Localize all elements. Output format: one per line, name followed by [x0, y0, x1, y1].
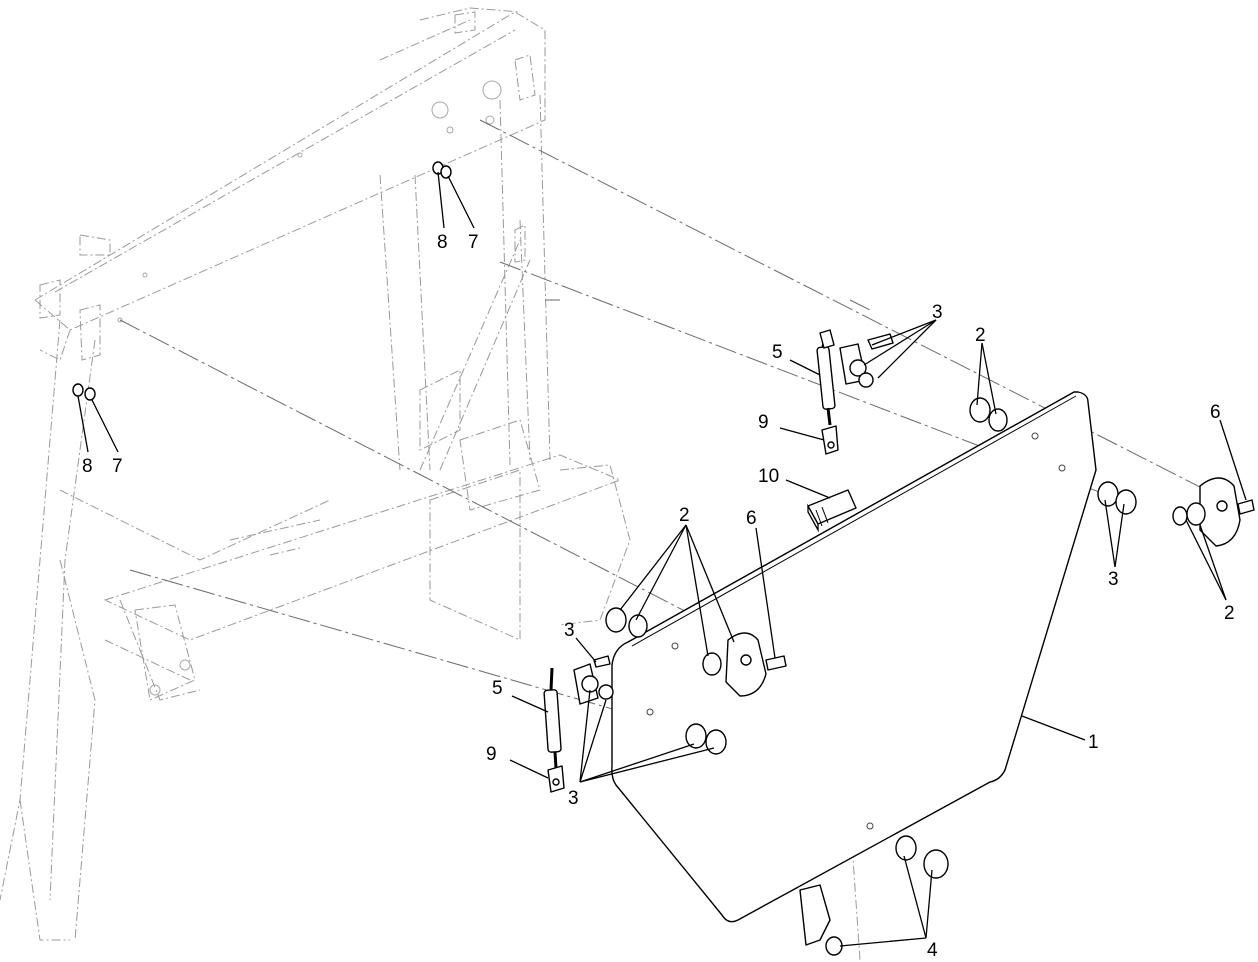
callout-10: 10 [758, 466, 779, 487]
callout-3-lower-bottom: 3 [568, 788, 579, 809]
leader-lines [77, 171, 1247, 947]
callout-3-upper: 3 [932, 302, 943, 323]
upper-rod-end [821, 425, 839, 455]
lower-rod-end [547, 765, 565, 793]
lower-gas-strut [543, 655, 614, 769]
upper-gas-strut [816, 329, 894, 426]
machine-frame-ghost [0, 7, 861, 961]
callout-numbers: 1 3 2 6 3 2 5 9 10 2 6 3 5 9 3 4 8 7 8 7 [82, 232, 1235, 961]
callout-7-lower: 7 [112, 456, 123, 477]
callout-2-upper: 2 [975, 325, 986, 346]
callout-7-upper: 7 [468, 232, 479, 253]
callout-5-upper: 5 [772, 342, 783, 363]
callout-6-right: 6 [1210, 402, 1221, 423]
callout-2-lower: 2 [679, 505, 690, 526]
callout-6-lower: 6 [746, 508, 757, 529]
callout-9-upper: 9 [758, 412, 769, 433]
callout-3-lower-top: 3 [564, 620, 575, 641]
latch-block [807, 489, 857, 533]
callout-2-right: 2 [1224, 603, 1235, 624]
callout-5-lower: 5 [492, 678, 503, 699]
callout-3-right: 3 [1108, 569, 1119, 590]
callout-8-lower: 8 [82, 456, 93, 477]
lower-hinge [725, 632, 787, 697]
callout-8-upper: 8 [437, 232, 448, 253]
callout-9-lower: 9 [486, 744, 497, 765]
callout-1: 1 [1088, 732, 1099, 753]
upper-hinge [1172, 477, 1255, 547]
callout-4: 4 [927, 940, 938, 961]
door-panel [611, 391, 1097, 923]
